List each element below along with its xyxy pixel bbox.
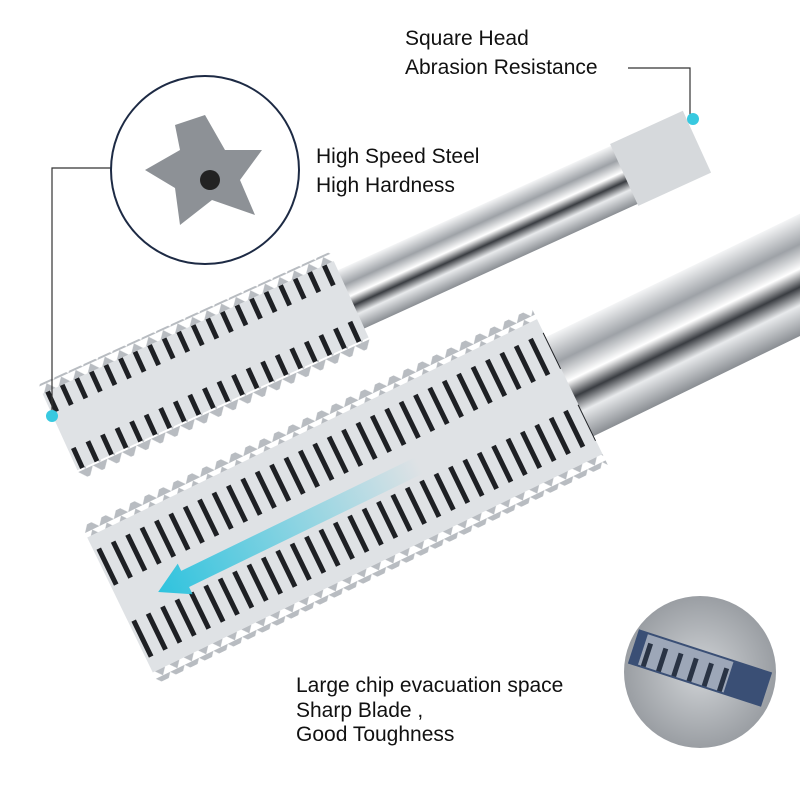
- upper-tap: [38, 110, 712, 480]
- label-high-speed-steel: High Speed Steel: [316, 145, 480, 168]
- chip-evacuation-inset: [624, 596, 776, 748]
- label-abrasion-resistance: Abrasion Resistance: [405, 56, 598, 79]
- label-high-hardness: High Hardness: [316, 174, 455, 197]
- callout-line-cross-section: [51, 167, 112, 415]
- label-sharp-blade: Sharp Blade ,: [296, 699, 424, 722]
- label-chip-evacuation: Large chip evacuation space: [296, 674, 564, 697]
- label-good-toughness: Good Toughness: [296, 723, 455, 746]
- chip-flow-arrow: [158, 457, 423, 595]
- callout-dot: [46, 410, 58, 422]
- label-square-head: Square Head: [405, 27, 529, 50]
- lower-tap: [81, 206, 800, 684]
- cross-section-inset: [110, 75, 300, 265]
- callout-dot: [687, 113, 699, 125]
- callout-line-square-head: [628, 67, 691, 118]
